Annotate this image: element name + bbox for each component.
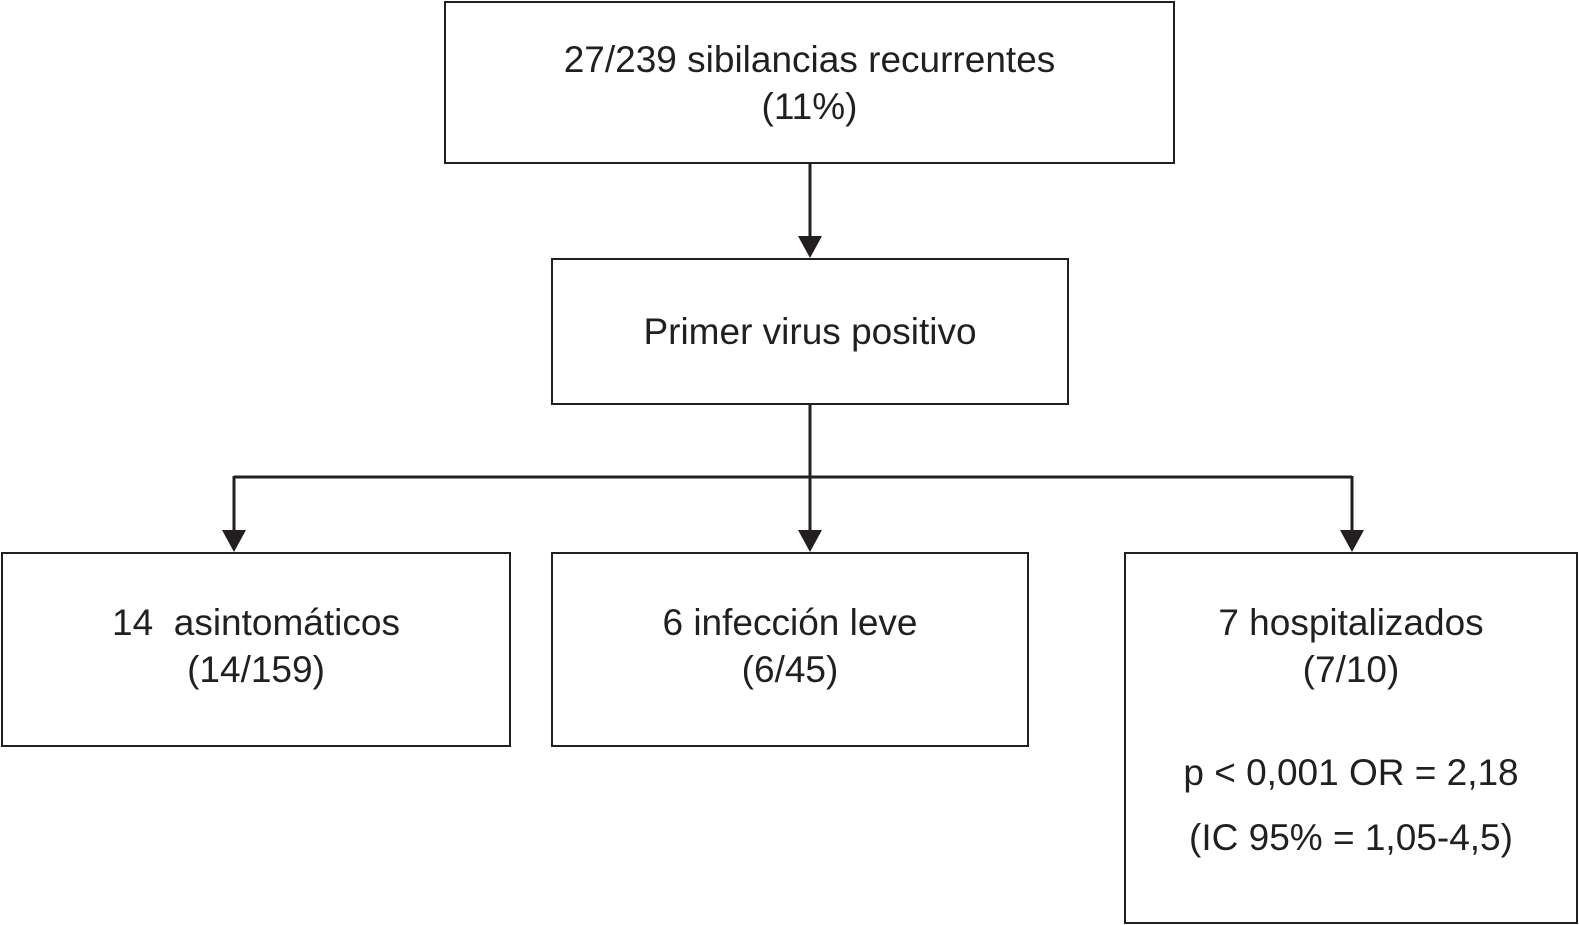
node-top-line2: (11%) <box>761 85 858 127</box>
node-asymptomatic: 14 asintomáticos (14/159) <box>1 552 511 747</box>
node-top-line1: 27/239 sibilancias recurrentes <box>563 38 1056 80</box>
node-left-line2: (14/159) <box>187 649 325 690</box>
node-left-line1: 14 asintomáticos <box>112 602 400 643</box>
arrowhead-middle <box>798 236 822 258</box>
node-right-stat-p-or: p < 0,001 OR = 2,18 <box>1183 752 1519 793</box>
node-recurrent-wheezing: 27/239 sibilancias recurrentes (11%) <box>444 1 1175 164</box>
node-hospitalized: 7 hospitalizados (7/10) p < 0,001 OR = 2… <box>1124 552 1578 924</box>
node-center-line2: (6/45) <box>741 649 839 690</box>
node-right-line2: (7/10) <box>1302 649 1400 690</box>
arrowhead-center <box>798 530 822 552</box>
node-first-positive-virus: Primer virus positivo <box>551 258 1069 405</box>
node-right-line1: 7 hospitalizados <box>1218 602 1484 643</box>
node-center-line1: 6 infección leve <box>662 602 918 643</box>
node-right-stat-ci: (IC 95% = 1,05-4,5) <box>1189 817 1513 858</box>
node-middle-line1: Primer virus positivo <box>643 311 977 352</box>
arrowhead-left <box>222 530 246 552</box>
node-mild-infection: 6 infección leve (6/45) <box>551 552 1029 747</box>
arrowhead-right <box>1340 530 1364 552</box>
